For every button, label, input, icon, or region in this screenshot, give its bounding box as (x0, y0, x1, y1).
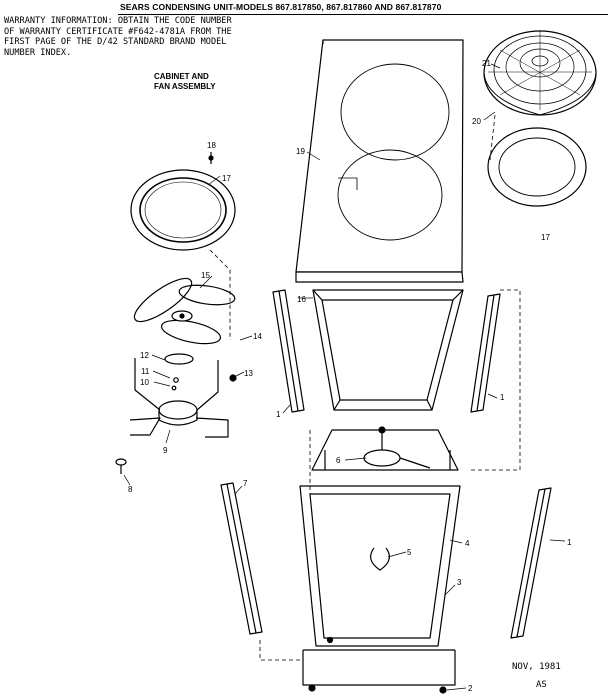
callout-8: 8 (128, 485, 133, 494)
warranty-line-4: NUMBER INDEX. (4, 47, 72, 58)
bolt (115, 458, 127, 474)
access-panel (299, 485, 461, 647)
callout-2: 2 (468, 684, 473, 693)
callout-12: 12 (140, 351, 149, 360)
callout-17-right: 17 (541, 233, 550, 242)
orifice-ring-left (130, 169, 236, 251)
lower-corner-post-left (220, 482, 263, 635)
lower-corner-post-right (510, 487, 552, 639)
callout-1-upper-right: 1 (500, 393, 505, 402)
orifice-ring-right (487, 127, 587, 207)
callout-11: 11 (141, 367, 150, 376)
callout-18: 18 (207, 141, 216, 150)
callout-20: 20 (472, 117, 481, 126)
callout-15: 15 (201, 271, 210, 280)
header-title: SEARS CONDENSING UNIT-MODELS 867.817850,… (120, 2, 442, 12)
warranty-information: WARRANTY INFORMATION: OBTAIN THE CODE NU… (4, 16, 232, 58)
fan-blade (133, 277, 236, 365)
motor-mount (129, 358, 237, 438)
header-bar: SEARS CONDENSING UNIT-MODELS 867.817850,… (118, 0, 608, 15)
assembly-guide-lines (209, 114, 521, 661)
callout-16: 16 (297, 295, 306, 304)
leader-lines (123, 63, 566, 691)
upper-corner-post-right (470, 293, 501, 413)
callout-6: 6 (336, 456, 341, 465)
section-label-line-2: FAN ASSEMBLY (154, 82, 216, 91)
base-pan (311, 426, 459, 471)
section-label-line-1: CABINET AND (154, 72, 209, 81)
fan-guard (483, 30, 597, 116)
callout-19: 19 (296, 147, 305, 156)
warranty-line-1: WARRANTY INFORMATION: OBTAIN THE CODE NU… (4, 16, 232, 26)
callout-3: 3 (457, 578, 462, 587)
top-panel (295, 39, 464, 283)
callout-labels: 19 21 20 17 17 18 15 16 1 1 14 13 12 11 … (128, 59, 572, 693)
section-label: CABINET AND FAN ASSEMBLY (154, 72, 216, 92)
callout-4: 4 (465, 539, 470, 548)
callout-21: 21 (482, 59, 491, 68)
callout-13: 13 (244, 369, 253, 378)
callout-17-left: 17 (222, 174, 231, 183)
revision-date: NOV, 1981 (512, 662, 561, 672)
callout-9: 9 (163, 446, 168, 455)
callout-14: 14 (253, 332, 262, 341)
upper-frame (312, 289, 464, 411)
lower-frame (302, 649, 456, 686)
screw (208, 152, 214, 164)
callout-7: 7 (243, 479, 248, 488)
warranty-line-2: OF WARRANTY CERTIFICATE #F642-4781A FROM… (4, 26, 232, 37)
revision-code: AS (536, 680, 547, 690)
callout-5: 5 (407, 548, 412, 557)
base-screws (308, 636, 447, 694)
callout-1-lower-right: 1 (567, 538, 572, 547)
callout-1-upper-left: 1 (276, 410, 281, 419)
warranty-line-3: FIRST PAGE OF THE D/42 STANDARD BRAND MO… (4, 37, 227, 47)
upper-corner-post-left (272, 289, 305, 413)
callout-10: 10 (140, 378, 149, 387)
